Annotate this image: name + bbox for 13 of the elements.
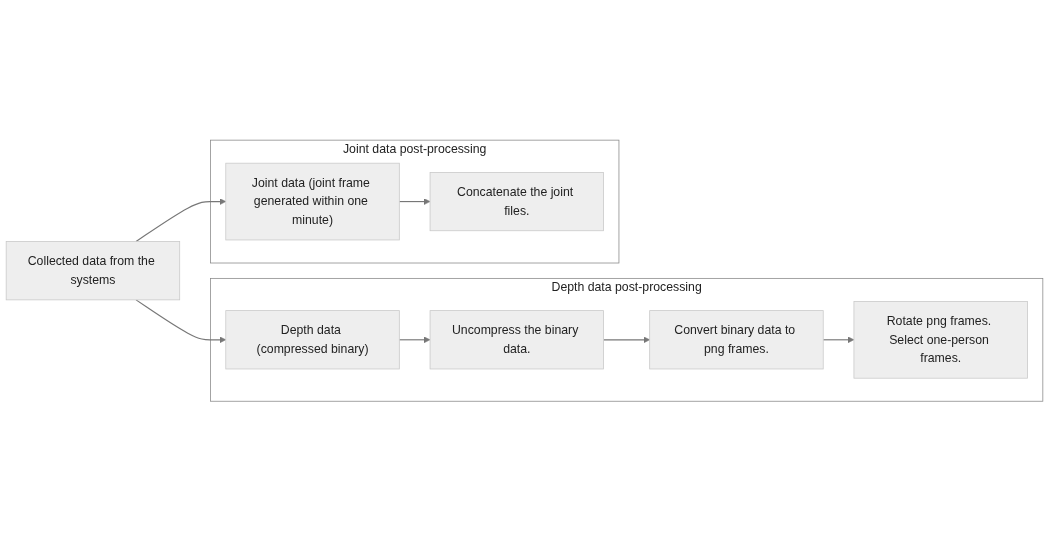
node-box: Concatenate the joint files. — [429, 172, 604, 232]
arrow — [135, 198, 227, 243]
node-box: Collected data from the systems — [5, 241, 181, 301]
node-box: Convert binary data to png frames. — [649, 310, 824, 370]
node-box: Rotate png frames. Select one-person frames. — [853, 301, 1028, 379]
arrow — [135, 299, 227, 344]
node-box: Depth data (compressed binary) — [225, 310, 400, 370]
arrow — [398, 198, 431, 206]
node-box: Joint data (joint frame generated within one minute) — [225, 163, 400, 241]
node-box: Uncompress the binary data. — [429, 310, 604, 370]
arrow — [398, 336, 431, 344]
arrow — [822, 336, 855, 344]
arrow — [603, 336, 650, 344]
